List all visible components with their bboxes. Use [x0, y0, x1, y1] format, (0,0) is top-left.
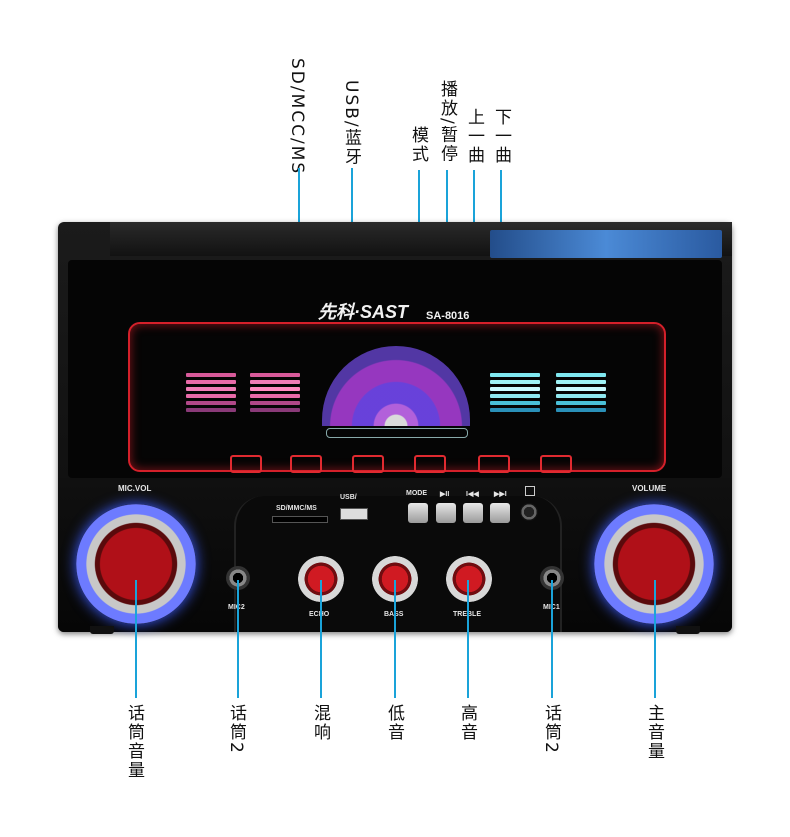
prev-label: I◀◀	[466, 491, 479, 498]
foot-right	[676, 626, 700, 634]
volume-label: VOLUME	[632, 484, 667, 493]
mic-vol-label: MIC.VOL	[118, 484, 152, 493]
brand-logo: 先科·SAST	[318, 302, 408, 322]
treble-knob[interactable]	[446, 556, 492, 602]
callout-prev-track: 上一曲	[464, 108, 484, 165]
bluetooth-indicator-icon	[414, 455, 446, 473]
prev-track-button[interactable]	[463, 503, 483, 523]
play-pause-button[interactable]	[436, 503, 456, 523]
callout-sd-card: SD/MCC/MS	[287, 58, 307, 176]
callout-line-mic-volume	[135, 580, 137, 698]
callout-next-track: 下一曲	[491, 108, 511, 165]
callout-mode: 模式	[408, 126, 428, 164]
next-label: ▶▶I	[494, 491, 507, 498]
next-track-button[interactable]	[490, 503, 510, 523]
vfd-display	[128, 322, 666, 472]
echo-label: ECHO	[309, 611, 329, 618]
callout-mic-volume: 话筒音量	[124, 704, 144, 780]
callout-bass: 低音	[384, 704, 404, 742]
ir-receiver	[520, 503, 538, 521]
callout-echo: 混响	[310, 704, 330, 742]
usb-label: USB/	[340, 494, 357, 501]
callout-line-main-volume	[654, 580, 656, 698]
foot-left	[90, 626, 114, 634]
mode-label: MODE	[406, 490, 427, 497]
blue-sticker	[490, 230, 722, 258]
callout-mic1: 话筒2	[541, 704, 561, 755]
eq-bars-right-1	[490, 370, 540, 424]
eq-bars-left-1	[186, 370, 236, 424]
fm-indicator-icon	[478, 455, 510, 473]
mp3-indicator-icon	[352, 455, 384, 473]
usb-port[interactable]	[340, 508, 368, 520]
callout-mic2: 话筒2	[226, 704, 246, 755]
aux-indicator-icon	[540, 455, 572, 473]
mic2-label: MIC2	[228, 604, 245, 611]
eq-bars-right-2	[556, 370, 606, 424]
callout-line-mic2	[237, 580, 239, 698]
sd-indicator-icon	[290, 455, 322, 473]
power-led-icon	[525, 486, 535, 496]
callout-line-echo	[320, 580, 322, 698]
display-caption-bar	[326, 428, 468, 438]
callout-line-mic1	[551, 580, 553, 698]
callout-line-bass	[394, 580, 396, 698]
callout-treble: 高音	[457, 704, 477, 742]
model-number: SA-8016	[426, 310, 470, 322]
bass-label: BASS	[384, 611, 403, 618]
callout-main-volume: 主音量	[644, 704, 664, 761]
callout-line-treble	[467, 580, 469, 698]
usb-indicator-icon	[230, 455, 262, 473]
sd-slot-label: SD/MMC/MS	[276, 505, 317, 512]
eq-bars-left-2	[250, 370, 300, 424]
callout-usb-bluetooth: USB/蓝牙	[341, 80, 361, 167]
callout-play-pause: 播放/暂停	[437, 80, 457, 164]
sd-card-slot[interactable]	[272, 516, 328, 523]
mode-button[interactable]	[408, 503, 428, 523]
play-label: ▶II	[440, 491, 450, 498]
